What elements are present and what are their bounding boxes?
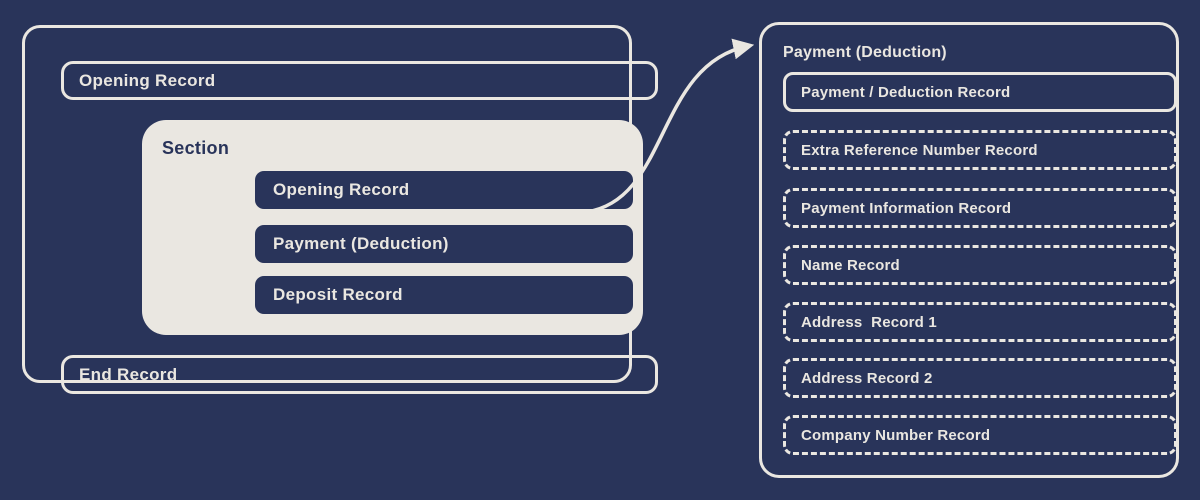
opening-record-box: Opening Record (61, 61, 658, 100)
record-address-2: Address Record 2 (783, 358, 1177, 398)
record-label: Name Record (801, 256, 900, 274)
section-item-label: Payment (Deduction) (273, 234, 449, 253)
file-structure-container: Opening Record Section Opening Record Pa… (22, 25, 658, 394)
section-item-payment-deduction: Payment (Deduction) (255, 225, 633, 263)
section-item-deposit-record: Deposit Record (255, 276, 633, 314)
record-name: Name Record (783, 245, 1177, 285)
record-label: Address Record 1 (801, 313, 937, 331)
section-item-opening-record: Opening Record (255, 171, 633, 209)
end-record-box: End Record (61, 355, 658, 394)
record-payment-information: Payment Information Record (783, 188, 1177, 228)
record-label: Extra Reference Number Record (801, 141, 1038, 159)
section-box: Section Opening Record Payment (Deductio… (142, 120, 643, 335)
end-record-label: End Record (79, 364, 178, 384)
record-company-number: Company Number Record (783, 415, 1177, 455)
record-label: Payment Information Record (801, 199, 1012, 217)
opening-record-label: Opening Record (79, 70, 216, 90)
record-payment-deduction: Payment / Deduction Record (783, 72, 1177, 112)
payment-deduction-detail-panel: Payment (Deduction) Payment / Deduction … (759, 22, 1179, 478)
record-label: Address Record 2 (801, 369, 933, 387)
section-label: Section (162, 138, 230, 158)
section-item-label: Opening Record (273, 180, 410, 199)
record-label: Company Number Record (801, 426, 991, 444)
record-address-1: Address Record 1 (783, 302, 1177, 342)
record-extra-reference-number: Extra Reference Number Record (783, 130, 1177, 170)
detail-panel-title: Payment (Deduction) (783, 44, 947, 61)
record-label: Payment / Deduction Record (801, 83, 1011, 101)
section-item-label: Deposit Record (273, 285, 403, 304)
